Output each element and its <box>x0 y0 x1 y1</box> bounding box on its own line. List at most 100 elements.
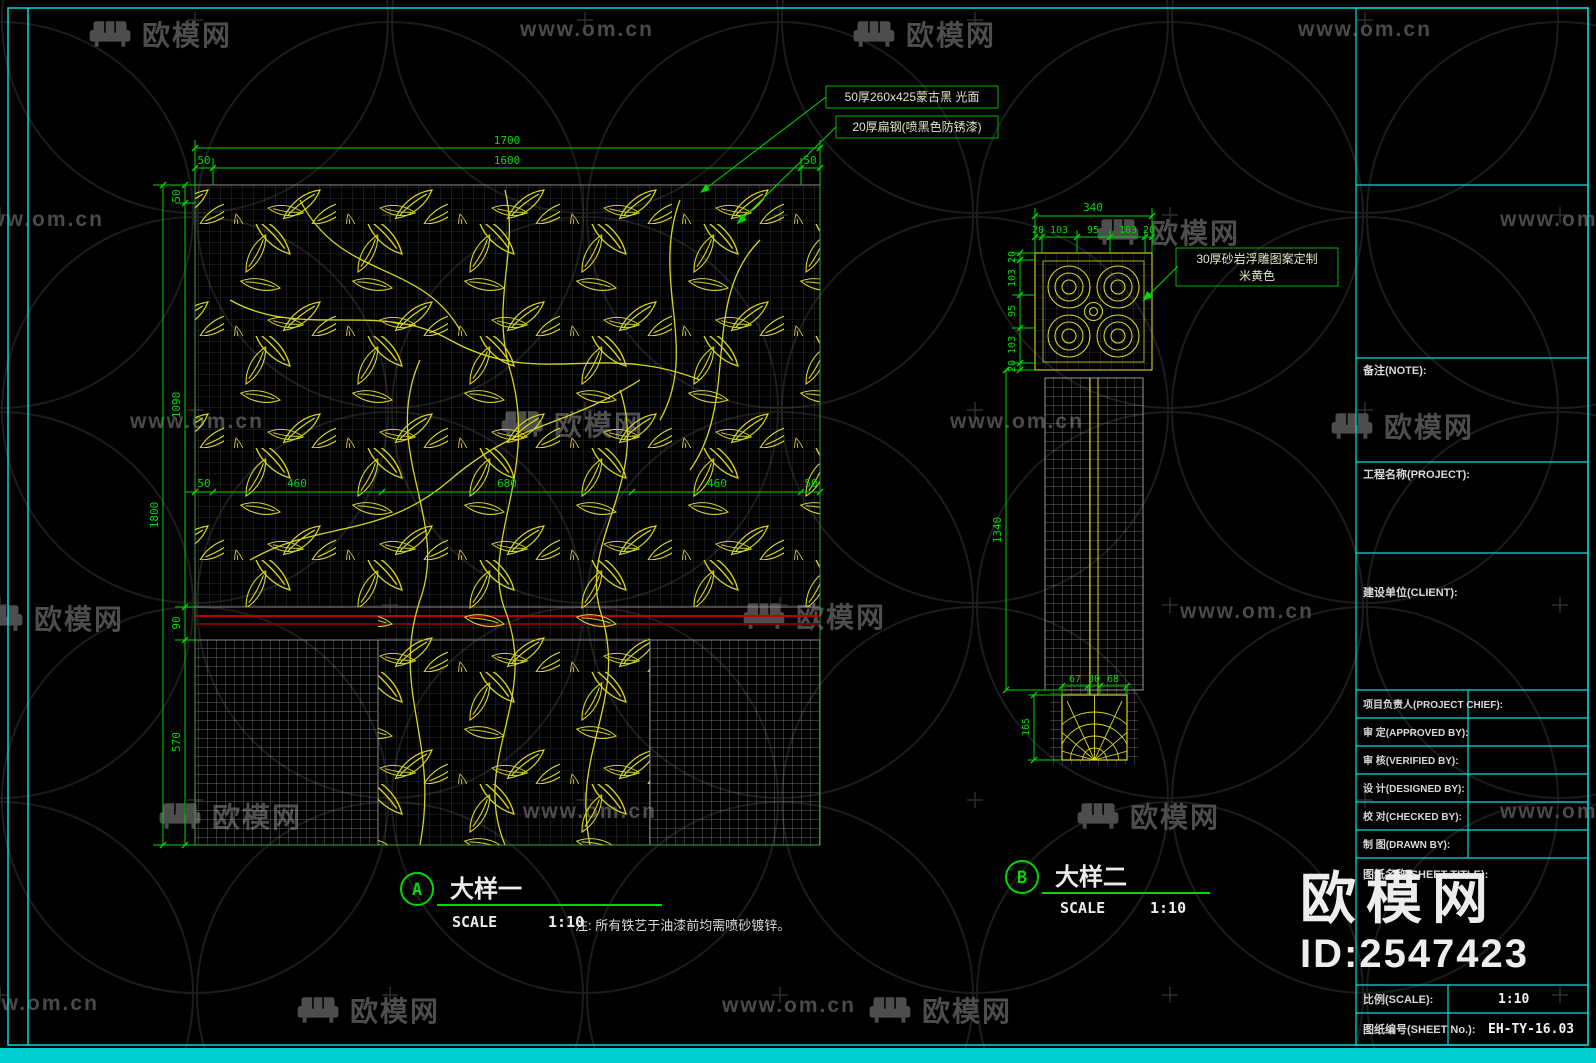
dim-b-top-seg: 103 <box>1050 225 1068 236</box>
scale-row-label: 比例(SCALE): <box>1363 992 1433 1006</box>
watermark-logo: 欧模网 <box>1096 212 1240 252</box>
grid-lower-left <box>195 640 378 845</box>
watermark-logo-text: 欧模网 <box>1384 412 1475 443</box>
dim-mid-seg: 460 <box>707 477 727 490</box>
callout-text-relief-1: 30厚砂岩浮雕图案定制 <box>1196 251 1317 266</box>
sign-row-label: 项目负责人(PROJECT CHIEF): <box>1363 698 1503 711</box>
dim-b-side-seg: 20 <box>1007 360 1018 372</box>
watermark-logo-text: 欧模网 <box>142 20 233 51</box>
scroll-cap-pattern <box>1034 252 1153 371</box>
bubble-letter-b: B <box>1017 868 1027 888</box>
dim-b-top-seg: 20 <box>1032 225 1044 236</box>
dim-mid-seg: 460 <box>287 477 307 490</box>
detail-a-dimension-texts: 1700 50 1600 50 1800 50 1090 90 570 50 4… <box>148 134 818 752</box>
sign-row-label: 制 图(DRAWN BY): <box>1363 838 1450 851</box>
bubble-letter-a: A <box>412 880 422 900</box>
bottom-band <box>0 1048 1596 1063</box>
scale-value: 1:10 <box>1150 899 1186 917</box>
dim-top-seg: 1600 <box>494 154 521 167</box>
sign-row-label: 校 对(CHECKED BY): <box>1363 810 1462 823</box>
watermark-url: www.om.cn <box>1180 600 1314 623</box>
sign-row-label: 设 计(DESIGNED BY): <box>1363 782 1465 795</box>
watermark-logo-text: 欧模网 <box>1130 802 1221 833</box>
watermark-url: www.om.cn <box>1298 18 1432 41</box>
sign-row-label: 审 定(APPROVED BY): <box>1363 726 1469 739</box>
detail-bubble-b <box>1005 860 1039 894</box>
leader-lines <box>703 96 837 225</box>
callout-text-steel: 20厚扁钢(喷黑色防锈漆) <box>852 119 981 134</box>
dim-left-seg: 570 <box>170 732 183 752</box>
watermark-url: www.om.cn <box>520 18 654 41</box>
dim-b-top-seg: 95 <box>1087 225 1099 236</box>
watermark-logo-text: 欧模网 <box>922 996 1013 1027</box>
watermark-logo: 欧模网 <box>852 14 996 54</box>
watermark-logo: 欧模网 <box>1076 796 1220 836</box>
sheet-no-label: 图纸编号(SHEET No.): <box>1363 1022 1475 1036</box>
branch-curves <box>229 189 761 845</box>
watermark-url: www.om.cn <box>0 208 104 231</box>
grid-b-cap <box>1035 253 1152 370</box>
watermark-logo-text: 欧模网 <box>906 20 997 51</box>
watermark-logo: 欧模网 <box>0 598 124 638</box>
dim-mid-seg: 50 <box>804 477 817 490</box>
scale-label: SCALE <box>452 913 497 931</box>
dim-b-side-seg: 103 <box>1007 336 1018 354</box>
leader-arrow <box>700 184 710 193</box>
detail-b-column <box>1034 252 1153 765</box>
dim-b-column-height: 1340 <box>991 517 1004 544</box>
dim-left-seg: 50 <box>170 189 183 202</box>
watermark-logo-text: 欧模网 <box>350 996 441 1027</box>
watermark-logo: 欧模网 <box>868 990 1012 1030</box>
watermark-logo: 欧模网 <box>88 14 232 54</box>
scale-value: 1:10 <box>548 913 584 931</box>
leader-arrow <box>737 214 747 224</box>
dim-b-top-total: 340 <box>1083 201 1103 214</box>
dim-top-seg: 50 <box>197 154 210 167</box>
dim-top-total: 1700 <box>494 134 521 147</box>
leader-arrow <box>1143 291 1153 301</box>
site-watermark-logo: 欧模网 <box>1300 867 1498 930</box>
dim-b-side-seg: 103 <box>1007 269 1018 287</box>
detail-a-panel <box>194 184 821 846</box>
dim-left-seg: 90 <box>170 616 183 629</box>
callout-text-granite: 50厚260x425蒙古黑 光面 <box>845 89 980 104</box>
watermark-url: www.om.cn <box>1500 800 1596 823</box>
watermark-url: www.om.cn <box>0 992 99 1015</box>
dim-b-base-height: 165 <box>1021 718 1032 736</box>
grid-lower-right <box>650 640 820 845</box>
detail-b-dimension-ticks <box>1002 212 1156 764</box>
callout-box-relief <box>1175 247 1339 287</box>
detail-b-title: 大样二 <box>1055 863 1127 891</box>
detail-bubble-a <box>400 872 434 906</box>
callout-text-relief-2: 米黄色 <box>1239 269 1275 283</box>
dim-mid-seg: 680 <box>497 477 517 490</box>
site-watermark-big: 欧模网 ID:2547423 <box>1300 867 1530 976</box>
detail-a-label: A 大样一 SCALE 1:10 注: 所有铁艺于油漆前均需喷砂镀锌。 <box>400 872 790 933</box>
dim-b-base-seg: 68 <box>1107 674 1119 685</box>
detail-a-callouts: 50厚260x425蒙古黑 光面 20厚扁钢(喷黑色防锈漆) <box>700 85 999 225</box>
dim-top-seg: 50 <box>803 154 816 167</box>
sheet-title-label: 图纸名称(SHEET TITLE): <box>1363 867 1488 881</box>
detail-b-label: B 大样二 SCALE 1:10 <box>1005 860 1210 917</box>
detail-a-title: 大样一 <box>450 875 522 903</box>
title-block-grid <box>1355 7 1589 1046</box>
detail-b-callout: 30厚砂岩浮雕图案定制 米黄色 <box>1142 247 1339 302</box>
dim-b-side-seg: 95 <box>1007 305 1018 317</box>
watermark-logo-text: 欧模网 <box>1150 218 1241 249</box>
dim-b-top-seg: 20 <box>1143 225 1155 236</box>
dim-left-seg: 1090 <box>170 392 183 419</box>
panel-edge-highlights <box>194 185 821 846</box>
detail-a-note: 注: 所有铁艺于油漆前均需喷砂镀锌。 <box>575 918 790 933</box>
site-watermark-id: ID:2547423 <box>1300 931 1530 976</box>
dim-b-side-seg: 20 <box>1007 251 1018 263</box>
project-label: 工程名称(PROJECT): <box>1363 467 1470 481</box>
detail-a-dimension-ticks <box>159 144 824 849</box>
sign-row-label: 审 核(VERIFIED BY): <box>1363 754 1459 767</box>
dim-left-total: 1800 <box>148 502 161 529</box>
dim-mid-seg: 50 <box>197 477 210 490</box>
watermark-url: www.om.cn <box>1500 208 1596 231</box>
watermark-logo: 欧模网 <box>296 990 440 1030</box>
detail-b-dimension-texts: 340 20 103 95 103 20 20 103 95 103 20 13… <box>991 201 1155 736</box>
